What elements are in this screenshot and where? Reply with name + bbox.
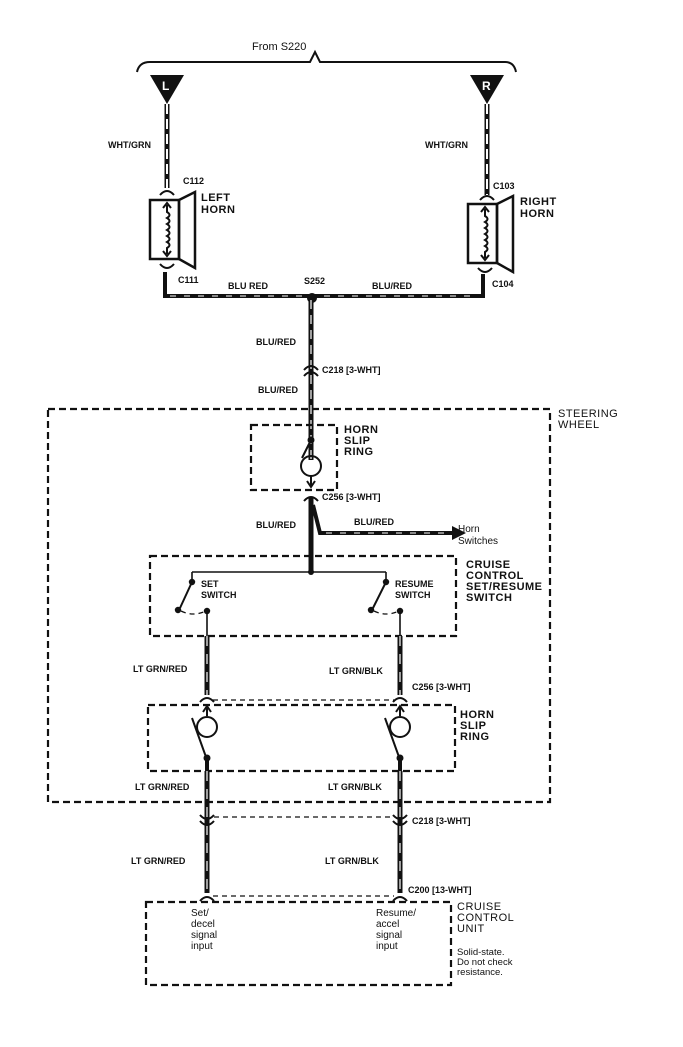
horn-slip-ring-1-connector: C256 [3-WHT] [322,492,381,502]
branch-wire [308,497,466,572]
horn-switches-line1: Horn [458,524,480,535]
low-wire-right-lower-label: LT GRN/BLK [325,856,379,866]
fuse-tag-left-label: L [162,79,169,93]
fuse-tag-right: R [470,75,504,104]
horn-slip-ring-1-line1: HORN [344,424,378,436]
mid-wire-left-label: LT GRN/RED [133,664,188,674]
mid-wire-right-label: LT GRN/BLK [329,666,383,676]
horn-slip-ring-1-line3: RING [344,446,374,458]
right-horn-connector-bottom: C104 [492,279,514,289]
cruise-unit-note-line1: Solid-state. [457,947,505,958]
left-horn-name-line1: LEFT [201,192,231,204]
trunk-connector-label: C218 [3-WHT] [322,365,381,375]
cruise-unit-line1: CRUISE [457,901,502,913]
bus-right-wire-label: BLU/RED [372,281,412,291]
right-horn-connector-top: C103 [493,181,515,191]
fuse-tag-right-label: R [482,79,491,93]
mid-connector-label: C256 [3-WHT] [412,682,471,692]
cruise-unit-note-line2: Do not check [457,957,513,968]
horn-slip-ring-2-left-icon [191,704,218,771]
source-bracket [136,49,517,73]
left-horn-name-line2: HORN [201,204,235,216]
horn-switches-line2: Switches [458,536,498,547]
resume-switch-line2: SWITCH [395,590,431,600]
fuse-tag-left: L [150,75,184,104]
connector-c256-lower-icon [199,697,408,703]
horn-slip-ring-2-line1: HORN [460,709,494,721]
connector-c112-icon [159,190,175,196]
branch-wire-left-label: BLU/RED [256,520,296,530]
connector-c111-icon [159,263,175,269]
cruise-switch-box [148,554,458,638]
set-switch-icon [174,578,211,636]
steering-wheel-line2: WHEEL [558,419,600,431]
bus-left-wire-label: BLU RED [228,281,268,291]
left-horn-icon [148,189,197,271]
horn-slip-ring-1-line2: SLIP [344,435,370,447]
right-horn-name-line2: HORN [520,208,554,220]
cruise-unit-line3: UNIT [457,923,485,935]
splice-label: S252 [304,276,325,286]
horn-bus-wire [163,272,485,298]
left-horn-connector-bottom: C111 [178,275,199,285]
set-input-line2: decel [191,919,215,930]
horn-slip-ring-2-box [146,703,457,773]
resume-input-line4: input [376,941,398,952]
set-switch-line1: SET [201,579,219,589]
low-connector-label: C218 [3-WHT] [412,816,471,826]
cruise-unit-box [144,900,453,987]
cruise-switch-line2: CONTROL [466,570,524,582]
cruise-switch-internal [191,556,387,580]
cruise-switch-line1: CRUISE [466,559,511,571]
right-horn-wire-label: WHT/GRN [425,140,468,150]
unit-connector-label: C200 [13-WHT] [408,885,472,895]
set-switch-line2: SWITCH [201,590,237,600]
resume-input-line3: signal [376,930,402,941]
horn-slip-ring-2-line3: RING [460,731,490,743]
resume-switch-icon [367,578,404,636]
horn-slip-ring-1-box [249,423,339,492]
cruise-unit-line2: CONTROL [457,912,514,924]
right-horn-icon [466,193,515,275]
trunk-wire-upper-label: BLU/RED [256,337,296,347]
low-wire-right-upper-label: LT GRN/BLK [328,782,382,792]
connector-c218-lower-icon [199,814,408,826]
connector-c218-icon [303,365,319,377]
low-wire-left-upper-label: LT GRN/RED [135,782,190,792]
connector-c200-icon [199,896,408,902]
trunk-wire-lower-label: BLU/RED [258,385,298,395]
set-input-line1: Set/ [191,908,209,919]
left-horn-connector-top: C112 [183,176,204,186]
set-input-line3: signal [191,930,217,941]
source-label: From S220 [252,41,306,53]
right-horn-name-line1: RIGHT [520,196,557,208]
connector-c104-icon [477,267,493,273]
connector-c103-icon [479,195,495,201]
left-horn-wire-label: WHT/GRN [108,140,151,150]
horn-slip-ring-1-icon [300,436,322,489]
resume-input-line2: accel [376,919,399,930]
branch-wire-right-label: BLU/RED [354,517,394,527]
horn-slip-ring-2-line2: SLIP [460,720,486,732]
resume-switch-line1: RESUME [395,579,434,589]
low-wire-left-lower-label: LT GRN/RED [131,856,186,866]
horn-slip-ring-2-right-icon [384,704,411,771]
cruise-switch-line4: SWITCH [466,592,512,604]
resume-input-line1: Resume/ [376,908,416,919]
cruise-switch-line3: SET/RESUME [466,581,543,593]
cruise-unit-note-line3: resistance. [457,967,503,978]
steering-wheel-boundary [46,407,552,804]
steering-wheel-line1: STEERING [558,408,618,420]
set-input-line4: input [191,941,213,952]
